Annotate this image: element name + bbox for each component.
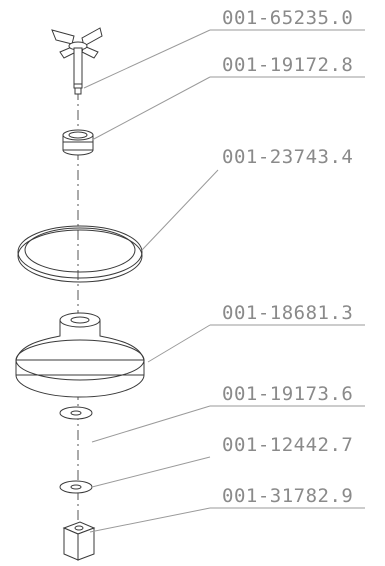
part-label-drive-coupling: 001-31782.9 [222, 485, 354, 507]
base-housing-drawing [15, 312, 145, 398]
leader-5 [91, 405, 211, 443]
gasket-ring-drawing [17, 225, 143, 283]
part-label-gasket-ring: 001-23743.4 [222, 146, 354, 168]
bushing-drawing [62, 129, 94, 156]
drive-coupling-drawing [62, 521, 96, 561]
part-label-washer-lower: 001-12442.7 [222, 434, 354, 456]
leader-lines [83, 29, 365, 533]
leader-4 [147, 324, 211, 363]
part-label-washer-upper: 001-19173.6 [222, 383, 354, 405]
part-label-bushing: 001-19172.8 [222, 54, 354, 76]
leader-2 [91, 76, 211, 141]
blade-assembly-drawing [51, 27, 103, 95]
washer-upper-drawing [59, 406, 93, 420]
leader-3 [141, 169, 219, 251]
washer-lower-drawing [59, 480, 93, 494]
part-label-base-housing: 001-18681.3 [222, 302, 354, 324]
part-label-blade-assembly: 001-65235.0 [222, 7, 354, 29]
leader-1 [83, 29, 211, 89]
leader-7 [89, 507, 211, 533]
leader-6 [91, 456, 211, 488]
